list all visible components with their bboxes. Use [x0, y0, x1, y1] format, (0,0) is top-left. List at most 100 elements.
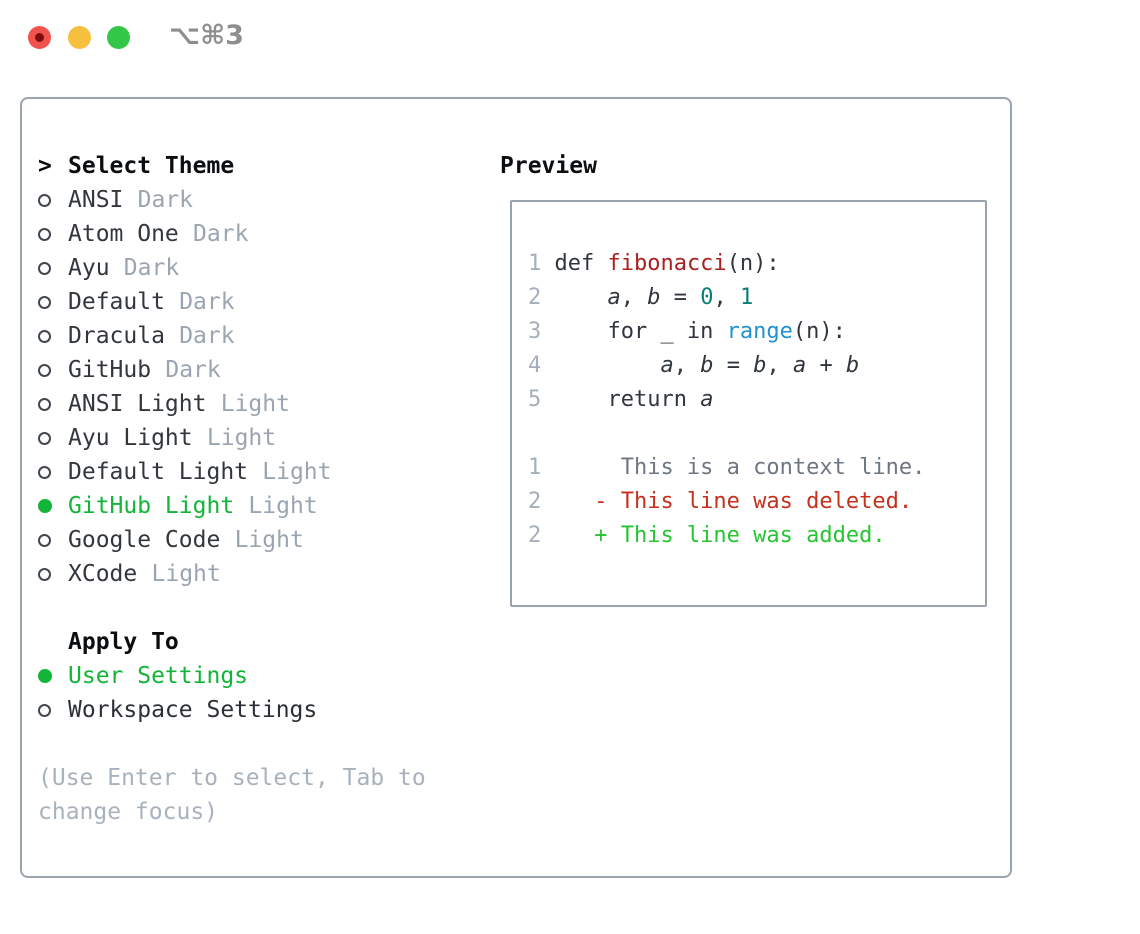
radio-unselected-icon	[38, 329, 51, 343]
line-number: 1	[528, 251, 542, 276]
code-token: ,	[620, 285, 648, 310]
theme-variant: Dark	[137, 187, 194, 213]
theme-option[interactable]: Ayu Light Light	[38, 421, 478, 455]
radio-unselected-icon	[38, 533, 51, 547]
theme-option[interactable]: Atom One Dark	[38, 217, 478, 251]
maximize-button[interactable]	[107, 26, 130, 49]
code-line: 2 a, b = 0, 1	[528, 281, 973, 315]
theme-option[interactable]: Dracula Dark	[38, 319, 478, 353]
diff-line: 2 - This line was deleted.	[528, 485, 973, 519]
theme-option[interactable]: XCode Light	[38, 557, 478, 591]
theme-variant: Dark	[165, 357, 221, 383]
theme-option[interactable]: GitHub Dark	[38, 353, 478, 387]
radio-unselected-icon	[38, 465, 51, 479]
apply-to-heading: Apply To	[68, 629, 179, 655]
unsaved-dot-icon	[35, 33, 44, 42]
apply-option-name: Workspace Settings	[68, 697, 318, 723]
code-token: fibonacci	[607, 251, 727, 276]
diff-text: This is a context line.	[554, 455, 926, 480]
code-token: =	[660, 285, 701, 310]
code-token: def	[554, 251, 608, 276]
theme-name: GitHub	[68, 357, 152, 383]
theme-name: GitHub Light	[68, 493, 235, 519]
theme-name: Ayu	[68, 255, 110, 281]
radio-unselected-icon	[38, 397, 51, 411]
code-line: 4 a, b = b, a + b	[528, 349, 973, 383]
code-token: a	[700, 387, 714, 412]
code-token: ,	[766, 353, 793, 378]
theme-variant: Light	[248, 493, 318, 519]
keyboard-hint: (Use Enter to select, Tab to change focu…	[38, 765, 426, 825]
radio-unselected-icon	[38, 193, 51, 207]
preview-heading: Preview	[500, 153, 597, 179]
code-line: 1 def fibonacci(n):	[528, 247, 973, 281]
code-token: 0	[700, 285, 714, 310]
radio-unselected-icon	[38, 295, 51, 309]
theme-option[interactable]: GitHub Light Light	[38, 489, 478, 523]
line-number: 1	[528, 455, 542, 480]
theme-variant: Dark	[179, 323, 235, 349]
code-line: 3 for _ in range(n):	[528, 315, 973, 349]
diff-line: 1 This is a context line.	[528, 451, 973, 485]
line-number: 2	[528, 285, 542, 310]
diff-line: 2 + This line was added.	[528, 519, 973, 553]
code-token	[554, 285, 607, 310]
code-token: (n):	[726, 251, 780, 276]
theme-name: Ayu Light	[68, 425, 193, 451]
apply-option[interactable]: Workspace Settings	[38, 693, 478, 727]
line-number: 5	[528, 387, 542, 412]
theme-variant: Light	[151, 561, 221, 587]
code-token	[554, 353, 660, 378]
preview-heading-row: Preview	[500, 149, 597, 183]
theme-name: Atom One	[68, 221, 179, 247]
code-token: =	[713, 353, 754, 378]
gap	[38, 591, 478, 625]
gap	[38, 727, 478, 761]
minimize-button[interactable]	[68, 26, 91, 49]
code-token: ,	[673, 353, 701, 378]
theme-name: Dracula	[68, 323, 165, 349]
apply-option-name: User Settings	[68, 663, 249, 689]
theme-name: ANSI Light	[68, 391, 207, 417]
theme-name: XCode	[68, 561, 138, 587]
prompt-caret: >	[38, 153, 52, 179]
theme-variant: Dark	[193, 221, 249, 247]
select-theme-heading-row: > Select Theme	[38, 149, 478, 183]
theme-variant: Dark	[179, 289, 235, 315]
code-token: return	[554, 387, 701, 412]
theme-variant: Light	[220, 391, 290, 417]
theme-name: Default	[68, 289, 165, 315]
window-title: ⌥⌘3	[169, 20, 244, 51]
theme-name: Default Light	[68, 459, 249, 485]
close-button[interactable]	[28, 26, 51, 49]
diff-preview: 1 This is a context line.2 - This line w…	[528, 451, 973, 553]
code-token: b	[753, 353, 767, 378]
diff-text: - This line was deleted.	[554, 489, 913, 514]
code-token: b	[700, 353, 714, 378]
apply-option[interactable]: User Settings	[38, 659, 478, 693]
code-token: b	[647, 285, 661, 310]
radio-unselected-icon	[38, 363, 51, 377]
theme-option[interactable]: ANSI Light Light	[38, 387, 478, 421]
theme-variant: Light	[206, 425, 277, 451]
radio-unselected-icon	[38, 567, 51, 581]
theme-option[interactable]: Default Dark	[38, 285, 478, 319]
code-token: (n):	[792, 319, 846, 344]
line-number: 4	[528, 353, 542, 378]
code-line: 5 return a	[528, 383, 973, 417]
code-token: a	[660, 353, 674, 378]
line-number: 2	[528, 523, 542, 548]
line-number: 3	[528, 319, 542, 344]
code-token: ,	[713, 285, 740, 310]
line-number: 2	[528, 489, 542, 514]
